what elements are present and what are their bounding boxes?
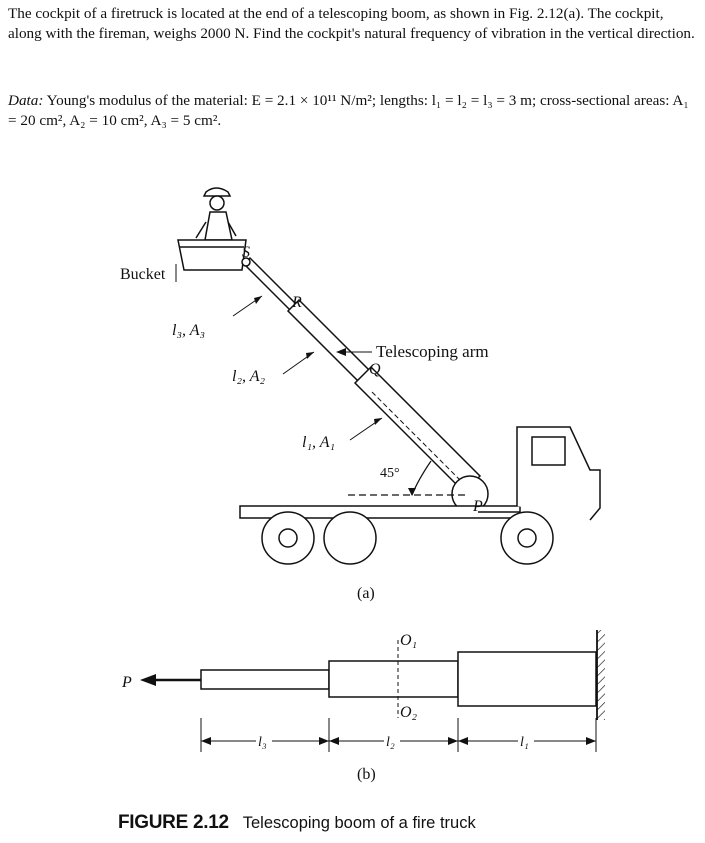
caption-text: Telescoping boom of a fire truck xyxy=(242,814,476,832)
rear-wheel-2 xyxy=(323,511,377,565)
data-text: Young's modulus of the material: E = 2.1… xyxy=(8,92,689,129)
figure-a-drawing xyxy=(177,187,601,565)
panel-label-a: (a) xyxy=(357,585,375,602)
label-Q: Q xyxy=(369,361,381,378)
front-wheel xyxy=(500,511,554,565)
label-angle-45: 45° xyxy=(380,466,400,481)
figure-b-drawing xyxy=(140,630,605,752)
fixed-wall xyxy=(597,630,605,720)
label-dim-l2: l₂ xyxy=(386,735,395,750)
bar-segment-l3 xyxy=(200,669,330,690)
label-R: R xyxy=(291,294,302,311)
label-bucket: Bucket xyxy=(120,266,166,283)
bar-segment-l1 xyxy=(457,651,597,707)
label-S: S xyxy=(242,244,250,261)
data-label: Data: xyxy=(8,92,44,109)
rear-wheel-1 xyxy=(261,511,315,565)
bar-segment-l2 xyxy=(328,660,459,698)
label-dim-l1: l₁ xyxy=(520,735,529,750)
label-P-force: P xyxy=(121,674,132,691)
fireman-icon xyxy=(195,187,237,241)
label-dim-l3: l₃ xyxy=(258,735,267,750)
bucket-shape xyxy=(177,239,247,271)
problem-statement: The cockpit of a firetruck is located at… xyxy=(8,5,695,42)
label-l3-A3: l₃, A₃ xyxy=(172,322,205,339)
label-P-pivot: P xyxy=(472,498,483,515)
caption-number: FIGURE 2.12 xyxy=(118,812,229,833)
label-O1: O₁ xyxy=(400,632,417,649)
label-l2-A2: l₂, A₂ xyxy=(232,368,265,385)
label-O2: O₂ xyxy=(400,704,418,721)
label-l1-A1: l₁, A₁ xyxy=(302,434,335,451)
figure-b-labels: P O₁ O₂ l₃ l₂ l₁ (b) xyxy=(121,632,534,783)
truck-drawing xyxy=(239,426,601,565)
panel-label-b: (b) xyxy=(357,766,376,783)
boom-segment-l2 xyxy=(286,298,377,389)
figure-a-labels: Bucket S R Q P l₃, A₃ l₂, A₂ l₁, A₁ Tele… xyxy=(120,244,489,602)
boom-segment-l1 xyxy=(353,365,482,494)
label-telescoping-arm: Telescoping arm xyxy=(376,342,489,361)
problem-data: Data: Young's modulus of the material: E… xyxy=(8,91,698,131)
figure-caption: FIGURE 2.12 Telescoping boom of a fire tr… xyxy=(118,812,476,834)
